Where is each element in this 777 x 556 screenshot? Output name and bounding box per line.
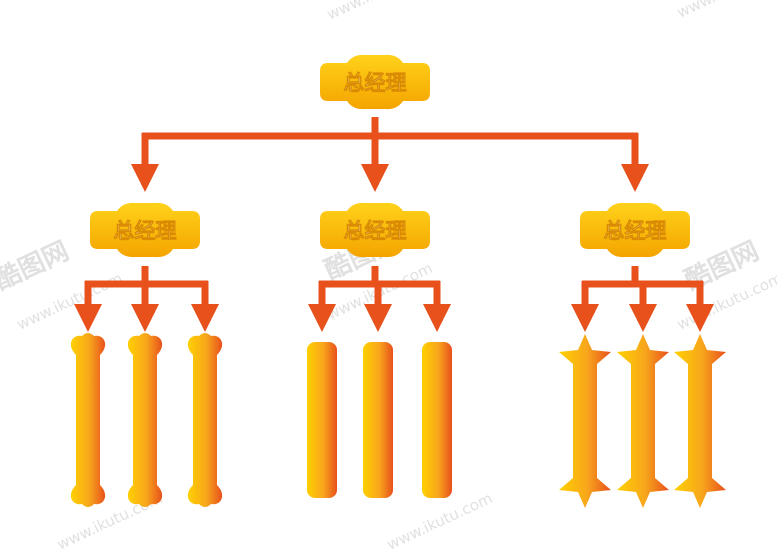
box-shape [90,202,200,258]
child-box-2: 总经理 [320,202,430,258]
child-box-3: 总经理 [580,202,690,258]
connectors [74,117,714,332]
box-shape [320,202,430,258]
box-label: 总经理 [344,70,407,95]
watermark-url: www.ikutu.com [384,489,495,554]
pill-shape [307,342,337,498]
bone-shape [127,333,163,507]
watermark-url: www.ikutu.com [674,0,777,22]
box-label: 总经理 [604,218,667,243]
box-shape [320,54,430,110]
watermark-brand: 酷图网 [0,236,74,296]
star-bar-shape [617,334,669,508]
pill-shape [422,342,452,498]
box-label: 总经理 [114,218,177,243]
star-bar-shape [674,334,726,508]
shapes [70,333,726,508]
box-shape [580,202,690,258]
child-box-1: 总经理 [90,202,200,258]
pill-shape [363,342,393,498]
watermark-url: www.ikutu.com [324,0,435,24]
boxes: 总经理总经理总经理总经理 [90,54,690,258]
bone-shape [70,333,106,507]
star-bar-shape [559,334,611,508]
bone-shape [187,333,223,507]
box-label: 总经理 [344,218,407,243]
root-box: 总经理 [320,54,430,110]
